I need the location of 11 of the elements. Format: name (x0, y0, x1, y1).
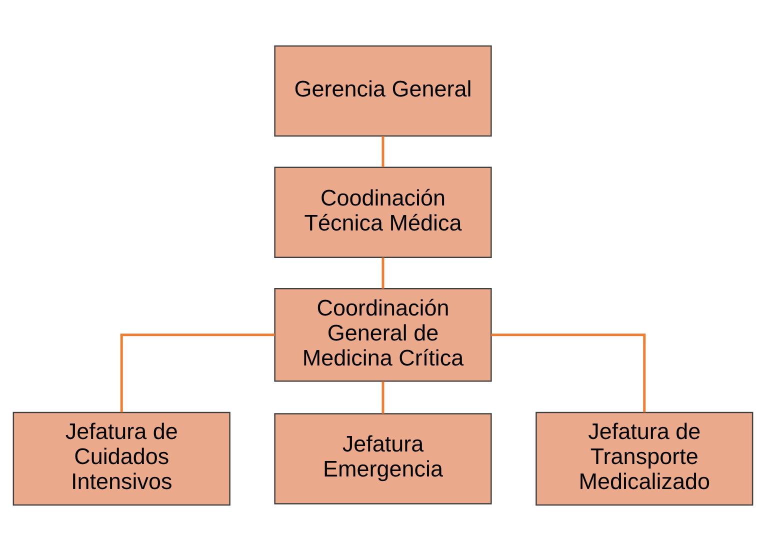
connector (382, 136, 384, 167)
connector (491, 333, 646, 412)
node-box: Jefatura de Cuidados Intensivos (12, 411, 230, 506)
node-box: Gerencia General (274, 44, 492, 136)
node-box: Jefatura Emergencia (274, 412, 492, 504)
node-box: Coordinación General de Medicina Crítica (274, 288, 492, 382)
connector (120, 333, 275, 412)
connector (382, 380, 384, 414)
connector (382, 257, 384, 288)
node-box: Coodinación Técnica Médica (274, 166, 492, 258)
node-box: Jefatura de Transporte Medicalizado (536, 411, 754, 506)
